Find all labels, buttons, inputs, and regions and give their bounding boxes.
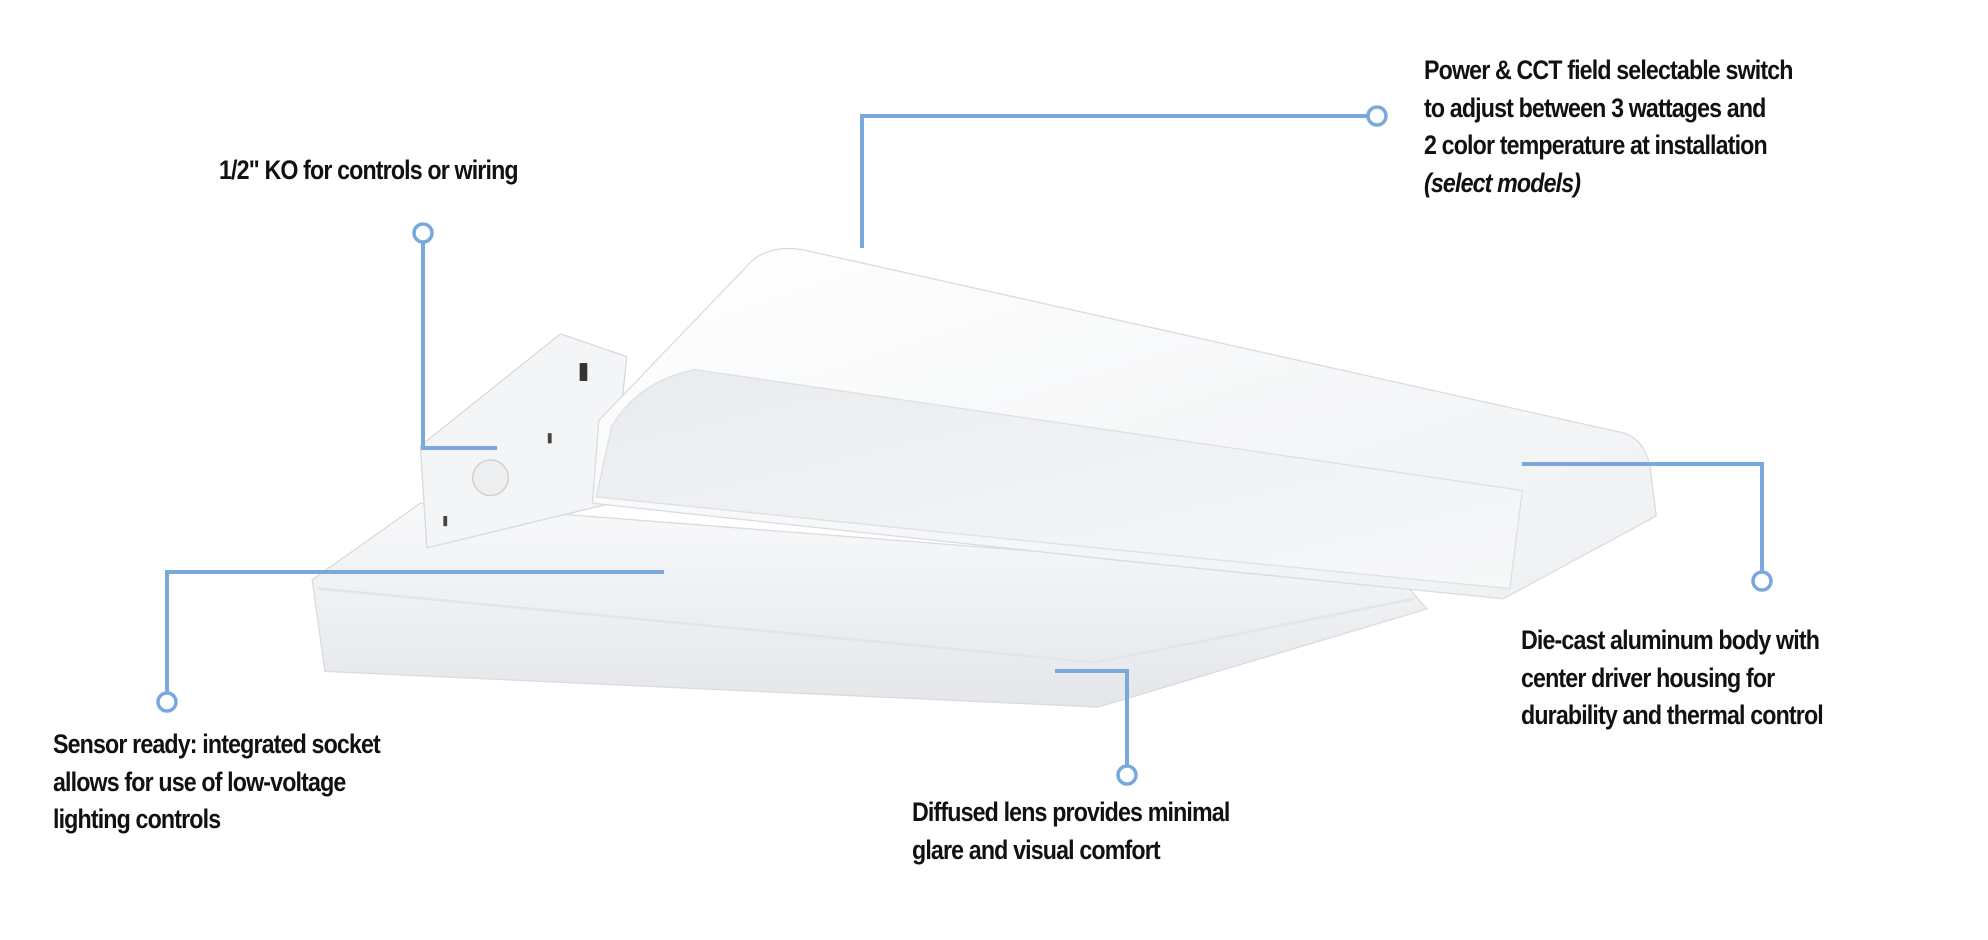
high-bay-fixture	[311, 247, 1657, 708]
leader-line-power	[860, 114, 1367, 248]
leader-dot-lens	[1116, 764, 1138, 786]
leader-dot-sensor	[156, 691, 178, 713]
callout-line: allows for use of low-voltage	[53, 766, 346, 797]
callout-line: durability and thermal control	[1521, 700, 1824, 730]
callout-line: to adjust between 3 wattages and	[1424, 92, 1766, 123]
callout-line: center driver housing for	[1521, 662, 1775, 693]
callout-line: glare and visual comfort	[912, 834, 1161, 865]
callout-line: lighting controls	[53, 804, 221, 834]
callout-line: Sensor ready: integrated socket	[53, 729, 381, 759]
leader-line-body	[1522, 462, 1764, 571]
callout-line: 2 color temperature at installation	[1424, 130, 1768, 160]
leader-line-lens	[1055, 669, 1129, 765]
leader-dot-body	[1751, 570, 1773, 592]
leader-dot-knockout	[412, 222, 434, 244]
leader-dot-power	[1366, 105, 1388, 127]
callout-line: 1/2" KO for controls or wiring	[219, 155, 519, 185]
callout-body: Die-cast aluminum body with center drive…	[1521, 622, 1824, 735]
callout-knockout: 1/2" KO for controls or wiring	[219, 152, 519, 190]
callout-line: Power & CCT field selectable switch	[1424, 55, 1793, 85]
leader-line-knockout	[421, 243, 497, 450]
callout-line: Diffused lens provides minimal	[912, 797, 1230, 827]
callout-note: (select models)	[1424, 167, 1581, 198]
leader-line-sensor	[165, 570, 664, 692]
callout-lens: Diffused lens provides minimal glare and…	[912, 794, 1230, 869]
callout-line: Die-cast aluminum body with	[1521, 625, 1820, 655]
callout-power-cct: Power & CCT field selectable switch to a…	[1424, 52, 1793, 202]
callout-sensor: Sensor ready: integrated socket allows f…	[53, 726, 381, 839]
